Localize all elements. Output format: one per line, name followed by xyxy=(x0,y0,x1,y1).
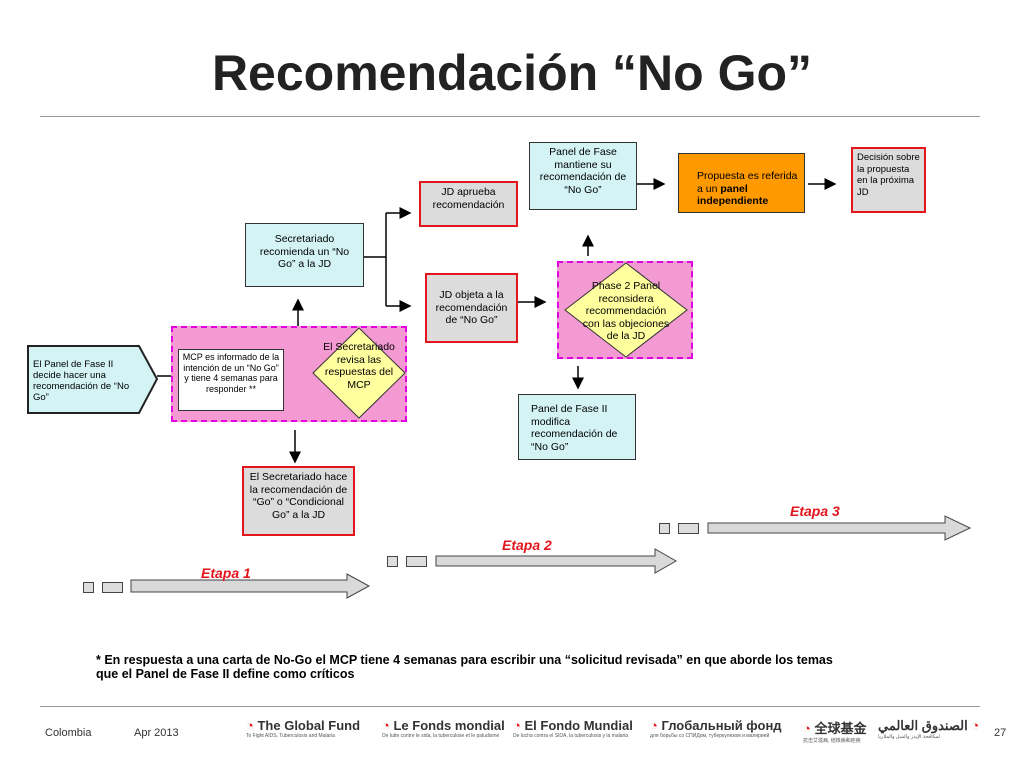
page-title: Recomendación “No Go” xyxy=(211,45,813,101)
start-shape xyxy=(27,345,159,414)
title-divider xyxy=(40,116,980,117)
stage1-square-wide xyxy=(102,582,123,593)
node-propuesta-referida: Propuesta es referida a un panel indepen… xyxy=(678,153,805,213)
stage1-square-small xyxy=(83,582,94,593)
decision-reconsidera xyxy=(564,262,688,358)
propuesta-bold-text: panel independiente xyxy=(697,182,769,208)
node-panel-modifica: Panel de Fase II modifica recomendación … xyxy=(518,394,636,460)
decision-revisa xyxy=(312,327,406,419)
stage-label-1: Etapa 1 xyxy=(201,565,251,581)
footer-country: Colombia xyxy=(45,727,92,739)
footer-date: Apr 2013 xyxy=(134,727,179,739)
stage2-square-wide xyxy=(406,556,427,567)
stage2-square-small xyxy=(387,556,398,567)
node-secretariado-go: El Secretariado hace la recomendación de… xyxy=(242,466,355,536)
footnote: * En respuesta a una carta de No-Go el M… xyxy=(96,653,833,681)
logo-global-fund-ar: الصندوق العالمي ◔لمكافحة الإيدز والسل وا… xyxy=(878,718,980,740)
propuesta-text: Propuesta es referida a un xyxy=(697,170,798,195)
stage3-square-small xyxy=(659,523,670,534)
node-secretariado-revisa: El Secretariado revisa las respuestas de… xyxy=(323,341,395,391)
logo-global-fund-zh: ◔ 全球基金抗击艾滋病, 结核病和疟疾 xyxy=(803,721,867,744)
stage1-arrow xyxy=(130,573,371,599)
footer-page-number: 27 xyxy=(994,727,1007,739)
node-mcp-informado: MCP es informado de la intención de un “… xyxy=(178,349,284,411)
node-secretariado-recomienda: Secretariado recomienda un “No Go” a la … xyxy=(245,223,364,287)
stage-label-3: Etapa 3 xyxy=(790,503,840,519)
node-panel-mantiene: Panel de Fase mantiene su recomendación … xyxy=(529,142,637,210)
node-panel-fase2: El Panel de Fase II decide hacer una rec… xyxy=(33,359,130,403)
node-jd-objeta: JD objeta a la recomendación de “No Go” xyxy=(425,273,518,343)
stage3-arrow xyxy=(707,515,972,541)
stage-label-2: Etapa 2 xyxy=(502,537,552,553)
node-decision-proxima: Decisión sobre la propuesta en la próxim… xyxy=(851,147,926,213)
node-phase2-reconsidera: Phase 2 Panel reconsidera recommendación… xyxy=(582,280,670,342)
stage3-square-wide xyxy=(678,523,699,534)
node-jd-aprueba: JD aprueba recomendación xyxy=(419,181,518,227)
footer-divider xyxy=(40,706,980,707)
stage2-arrow xyxy=(435,548,678,574)
